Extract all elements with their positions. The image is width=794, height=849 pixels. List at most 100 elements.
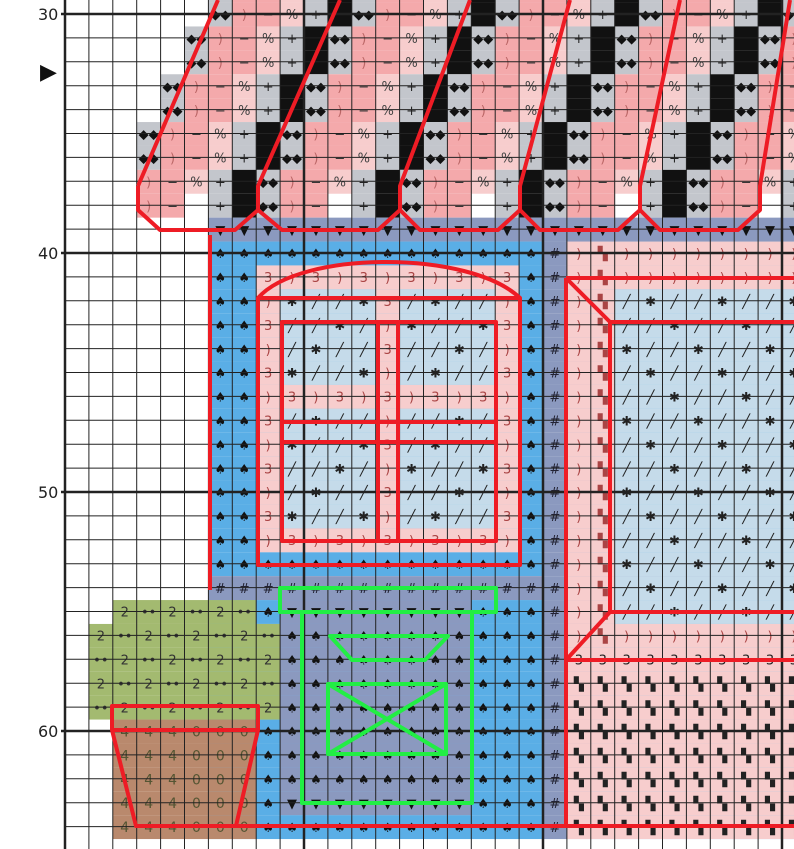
- stitch-symbol: −: [382, 32, 393, 47]
- stitch-symbol: ♠: [525, 367, 537, 382]
- stitch-symbol: ╱: [454, 508, 464, 525]
- stitch-symbol: ╱: [335, 341, 345, 358]
- stitch-symbol: 3: [503, 462, 511, 477]
- stitch-symbol: #: [549, 319, 560, 334]
- stitch-symbol: −: [454, 199, 465, 214]
- stitch-symbol: ♠: [525, 295, 537, 310]
- stitch-symbol: %: [214, 152, 226, 167]
- stitch-symbol: ╱: [646, 532, 656, 549]
- stitch-symbol: ╱: [311, 365, 321, 382]
- stitch-symbol: ♠: [525, 438, 537, 453]
- stitch-symbol: −: [669, 56, 680, 71]
- stitch-symbol: ♠: [525, 271, 537, 286]
- stitch-symbol: ◆◆: [282, 152, 302, 167]
- stitch-symbol: ): [744, 630, 749, 645]
- stitch-cell: [710, 98, 735, 123]
- stitch-symbol: ••: [260, 677, 275, 692]
- stitch-symbol: ): [576, 247, 581, 262]
- stitch-symbol: ): [576, 175, 581, 190]
- stitch-symbol: +: [430, 56, 441, 71]
- stitch-symbol: ╱: [311, 460, 321, 477]
- stitch-symbol: −: [526, 32, 537, 47]
- stitch-symbol: ♠: [525, 247, 537, 262]
- stitch-symbol: +: [526, 128, 537, 143]
- stitch-symbol: ♠: [310, 247, 322, 262]
- stitch-symbol: ╱: [717, 532, 727, 549]
- stitch-symbol: ): [266, 534, 271, 549]
- stitch-symbol: ••: [165, 677, 180, 692]
- stitch-symbol: +: [573, 56, 584, 71]
- stitch-symbol: ╱: [717, 412, 727, 429]
- stitch-cell: [734, 98, 759, 123]
- stitch-symbol: ♠: [454, 247, 466, 262]
- stitch-symbol: ♠: [286, 821, 298, 836]
- stitch-symbol: ╱: [646, 317, 656, 334]
- stitch-symbol: ╱: [693, 389, 703, 406]
- stitch-cell: [256, 0, 281, 3]
- stitch-symbol: −: [597, 175, 608, 190]
- stitch-symbol: ): [218, 32, 223, 47]
- stitch-symbol: −: [358, 104, 369, 119]
- stitch-symbol: ): [744, 247, 749, 262]
- stitch-symbol: ): [624, 80, 629, 95]
- stitch-symbol: #: [549, 391, 560, 406]
- stitch-symbol: ◆◆: [688, 199, 708, 214]
- stitch-symbol: ▚: [668, 771, 680, 788]
- stitch-symbol: ╱: [359, 317, 369, 334]
- stitch-symbol: ▚: [788, 747, 794, 764]
- stitch-symbol: 2: [168, 653, 176, 668]
- stitch-symbol: ▚: [573, 675, 585, 692]
- stitch-symbol: ♠: [501, 797, 513, 812]
- stitch-symbol: ✱: [358, 510, 369, 525]
- stitch-symbol: ╱: [717, 389, 727, 406]
- stitch-symbol: ♠: [525, 414, 537, 429]
- stitch-symbol: ◆◆: [306, 80, 326, 95]
- stitch-symbol: ▚: [740, 771, 752, 788]
- stitch-symbol: %: [788, 152, 794, 167]
- stitch-symbol: +: [430, 32, 441, 47]
- stitch-symbol: 4: [144, 772, 153, 788]
- stitch-symbol: 2: [264, 701, 272, 716]
- stitch-symbol: 0: [216, 772, 225, 788]
- stitch-symbol: ): [361, 32, 366, 47]
- stitch-symbol: ▚: [621, 771, 633, 788]
- stitch-symbol: ▚: [621, 747, 633, 764]
- stitch-symbol: #: [549, 606, 560, 621]
- stitch-symbol: ▼: [407, 223, 417, 238]
- stitch-symbol: ): [576, 199, 581, 214]
- stitch-symbol: ╱: [431, 460, 441, 477]
- stitch-symbol: ♠: [501, 821, 513, 836]
- stitch-symbol: +: [669, 128, 680, 143]
- stitch-symbol: ♠: [238, 247, 250, 262]
- stitch-symbol: ✱: [693, 486, 704, 501]
- stitch-symbol: ): [505, 391, 510, 406]
- stitch-symbol: ╱: [693, 317, 703, 334]
- stitch-symbol: +: [693, 80, 704, 95]
- stitch-symbol: ): [194, 80, 199, 95]
- stitch-symbol: ♠: [382, 773, 394, 788]
- row-label: 60: [38, 722, 59, 741]
- stitch-symbol: ): [600, 128, 605, 143]
- stitch-symbol: +: [549, 80, 560, 95]
- stitch-symbol: ♠: [238, 414, 250, 429]
- stitch-symbol: ••: [141, 606, 156, 621]
- stitch-symbol: ♠: [501, 677, 513, 692]
- stitch-symbol: ╱: [287, 460, 297, 477]
- stitch-symbol: ▚: [645, 795, 657, 812]
- stitch-symbol: ╱: [311, 293, 321, 310]
- stitch-symbol: 0: [192, 772, 201, 788]
- stitch-symbol: −: [765, 152, 776, 167]
- stitch-symbol: ╱: [693, 365, 703, 382]
- stitch-symbol: ♠: [286, 749, 298, 764]
- stitch-symbol: ╱: [789, 556, 794, 573]
- stitch-symbol: #: [549, 653, 560, 668]
- stitch-symbol: ♠: [238, 367, 250, 382]
- stitch-symbol: ♠: [238, 319, 250, 334]
- stitch-symbol: ▚: [597, 628, 609, 645]
- stitch-symbol: 0: [216, 725, 225, 741]
- stitch-symbol: ): [313, 391, 318, 406]
- stitch-symbol: 0: [192, 725, 201, 741]
- stitch-symbol: +: [454, 8, 465, 23]
- stitch-symbol: ): [672, 630, 677, 645]
- stitch-symbol: ▚: [716, 771, 728, 788]
